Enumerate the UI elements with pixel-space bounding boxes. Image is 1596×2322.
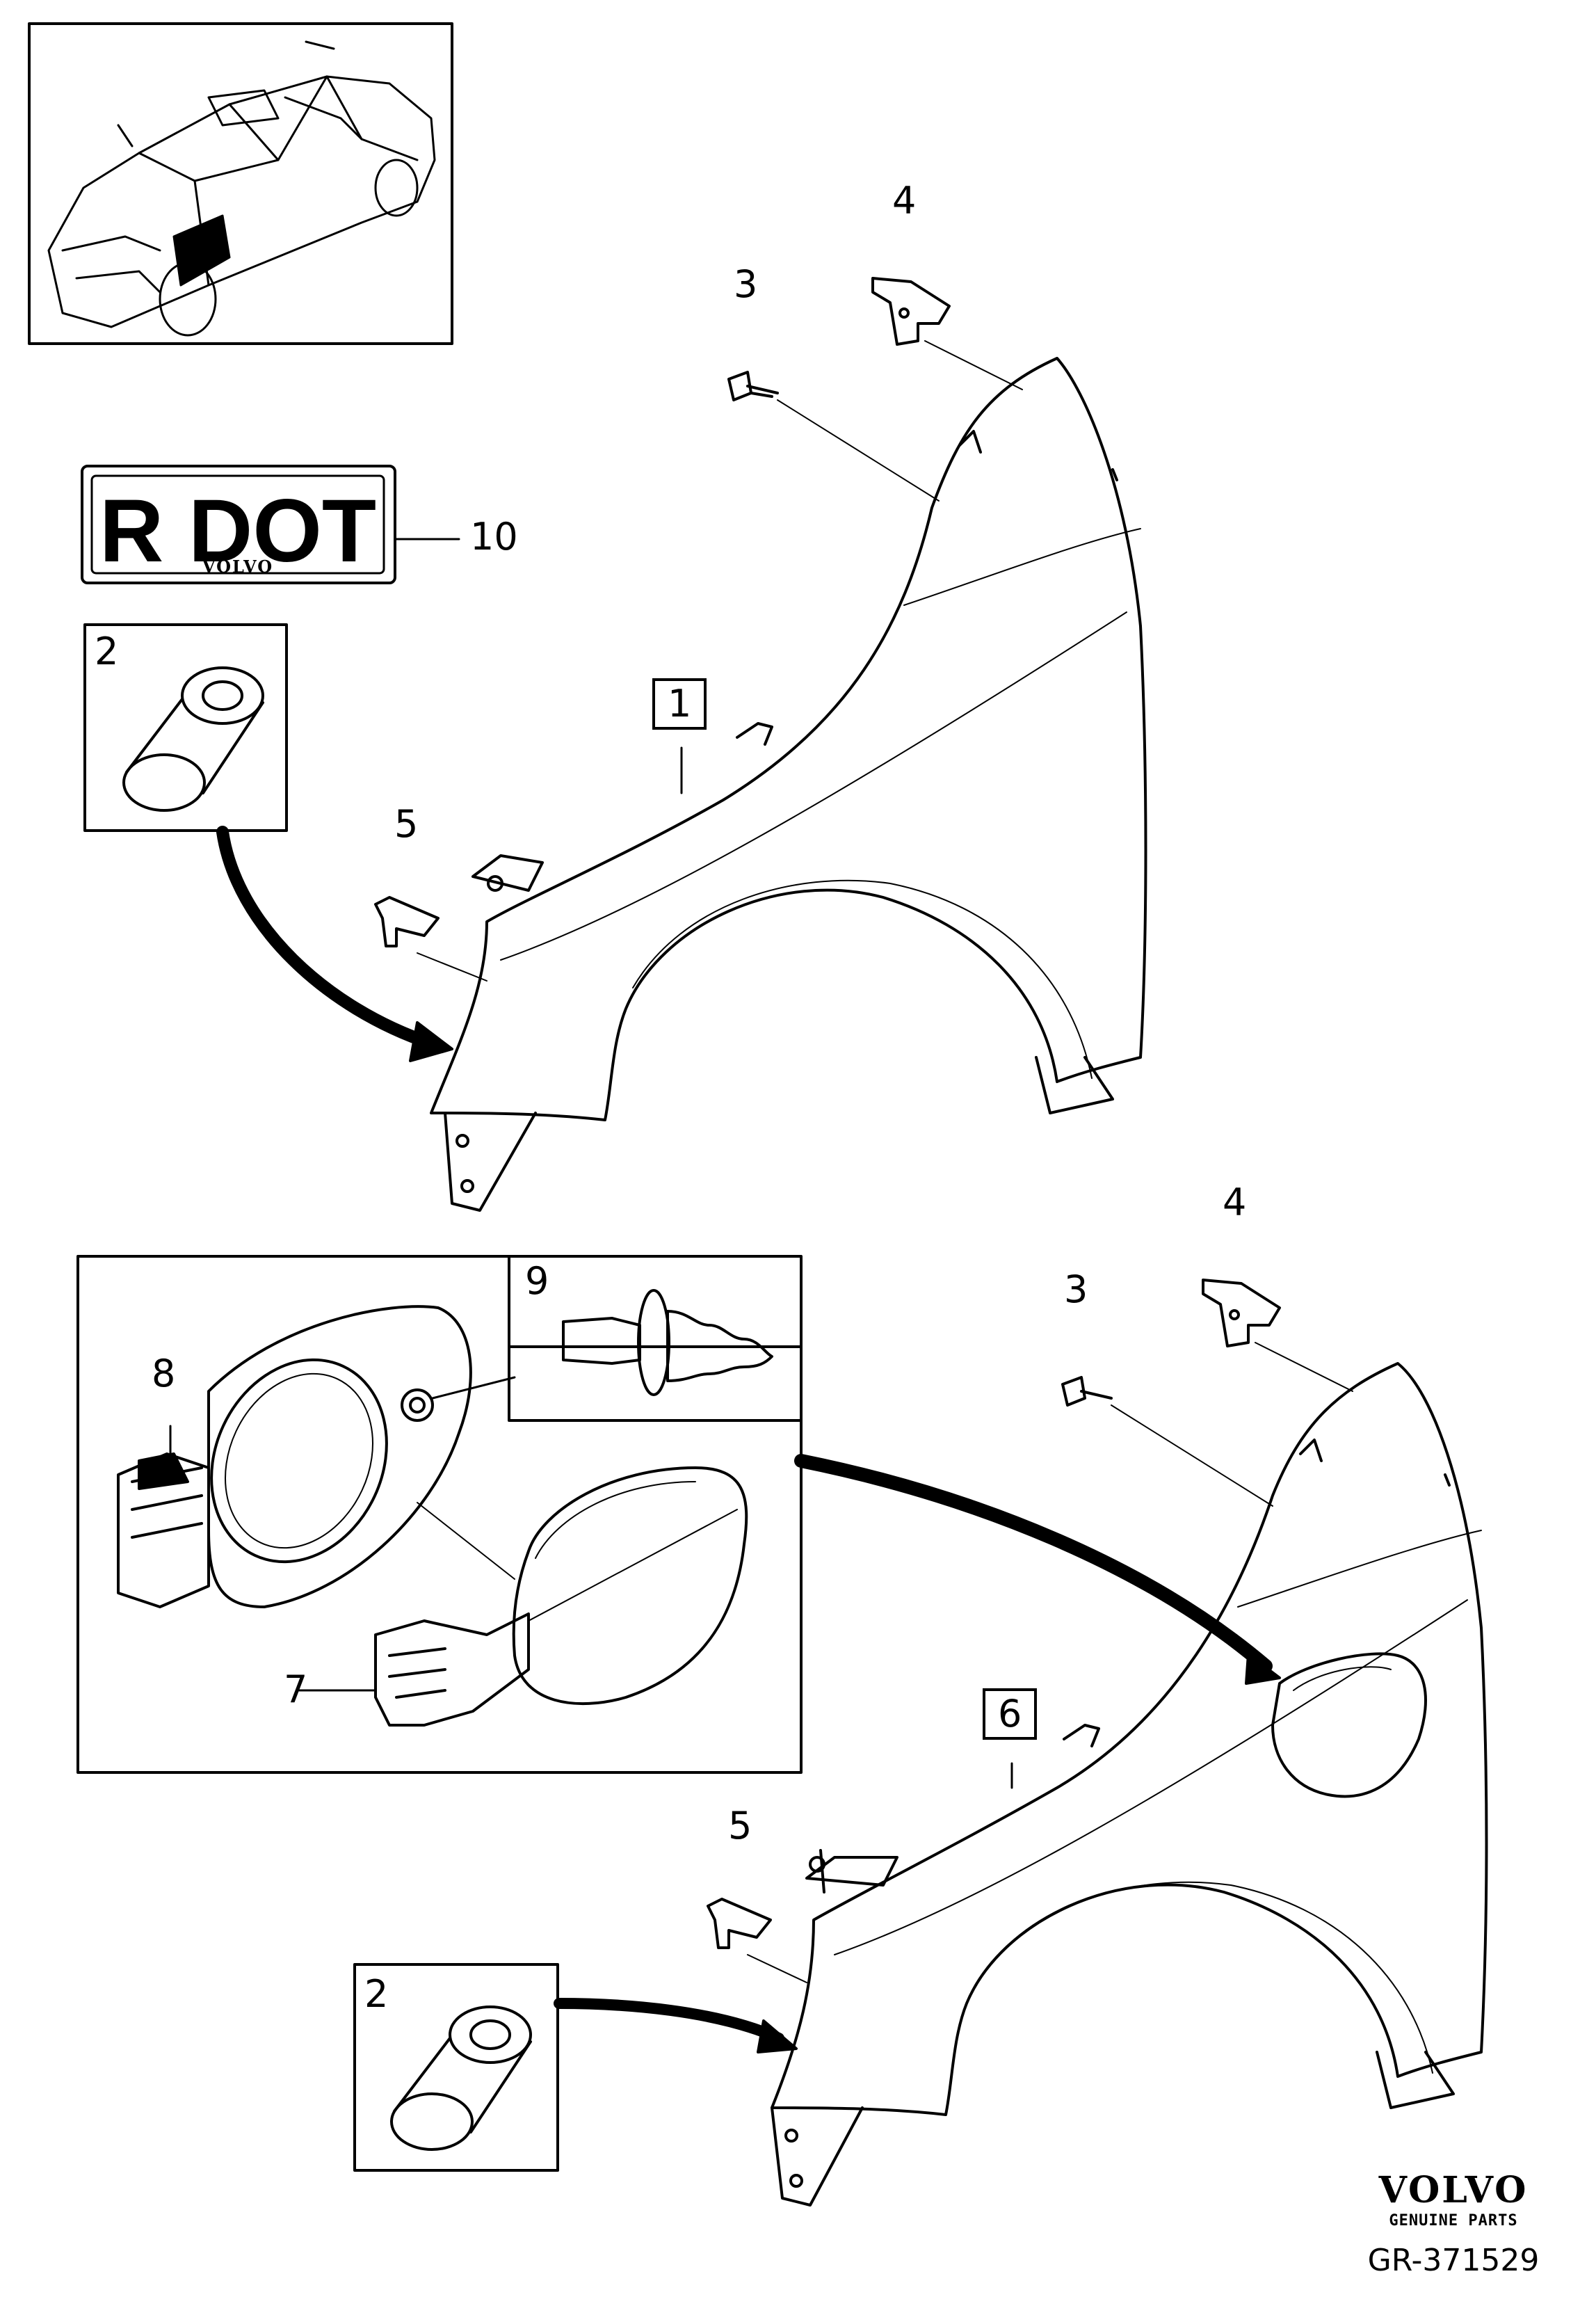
callout-3-bottom: 3: [1064, 1267, 1088, 1311]
bolt-top: [727, 371, 940, 502]
callout-2-top: 2: [95, 630, 119, 673]
figure-id: GR-371529: [1367, 2243, 1540, 2278]
clip-icon: [374, 896, 440, 947]
bushing-inset-bottom: [353, 1963, 559, 2172]
push-rivet-icon: [562, 1289, 773, 1396]
label-plate-main-text: R DOT: [99, 481, 377, 581]
callout-6: 6: [983, 1688, 1038, 1740]
callout-8: 8: [152, 1352, 176, 1395]
callout-7: 7: [284, 1667, 308, 1711]
callout-5-bottom: 5: [728, 1804, 752, 1848]
callout-9: 9: [525, 1259, 549, 1303]
callout-5-top: 5: [394, 802, 419, 846]
car-overview-thumbnail: [28, 22, 453, 345]
bracket-icon: [871, 277, 951, 346]
fuel-filler-housing-icon: [207, 1305, 472, 1608]
bolt-bottom: [1061, 1376, 1273, 1507]
brand-logo: VOLVO: [1378, 2169, 1529, 2211]
callout-10: 10: [470, 515, 518, 559]
brand-tagline: GENUINE PARTS: [1389, 2212, 1518, 2229]
bracket-top: [871, 277, 1023, 390]
front-fender-bottom: [707, 1362, 1488, 2207]
bushing-icon: [122, 666, 264, 812]
callout-1: 1: [652, 678, 707, 730]
callout-3-top: 3: [734, 262, 758, 306]
bushing-inset-top: [83, 623, 288, 832]
front-fender-icon: [430, 357, 1147, 1121]
callout-2-bottom: 2: [364, 1972, 389, 2016]
fuel-filler-inset: [76, 1255, 803, 1774]
callout-4-bottom: 4: [1223, 1180, 1247, 1224]
car-overview-icon: [47, 40, 436, 337]
hinge-icon: [374, 1612, 530, 1727]
front-fender-top: [374, 357, 1147, 1212]
bracket-bottom: [1202, 1279, 1353, 1392]
r-dot-label-plate: [81, 465, 396, 584]
fuel-door-icon: [512, 1466, 748, 1706]
callout-4-top: 4: [892, 179, 917, 223]
label-plate-brand-text: VOLVO: [202, 557, 274, 577]
